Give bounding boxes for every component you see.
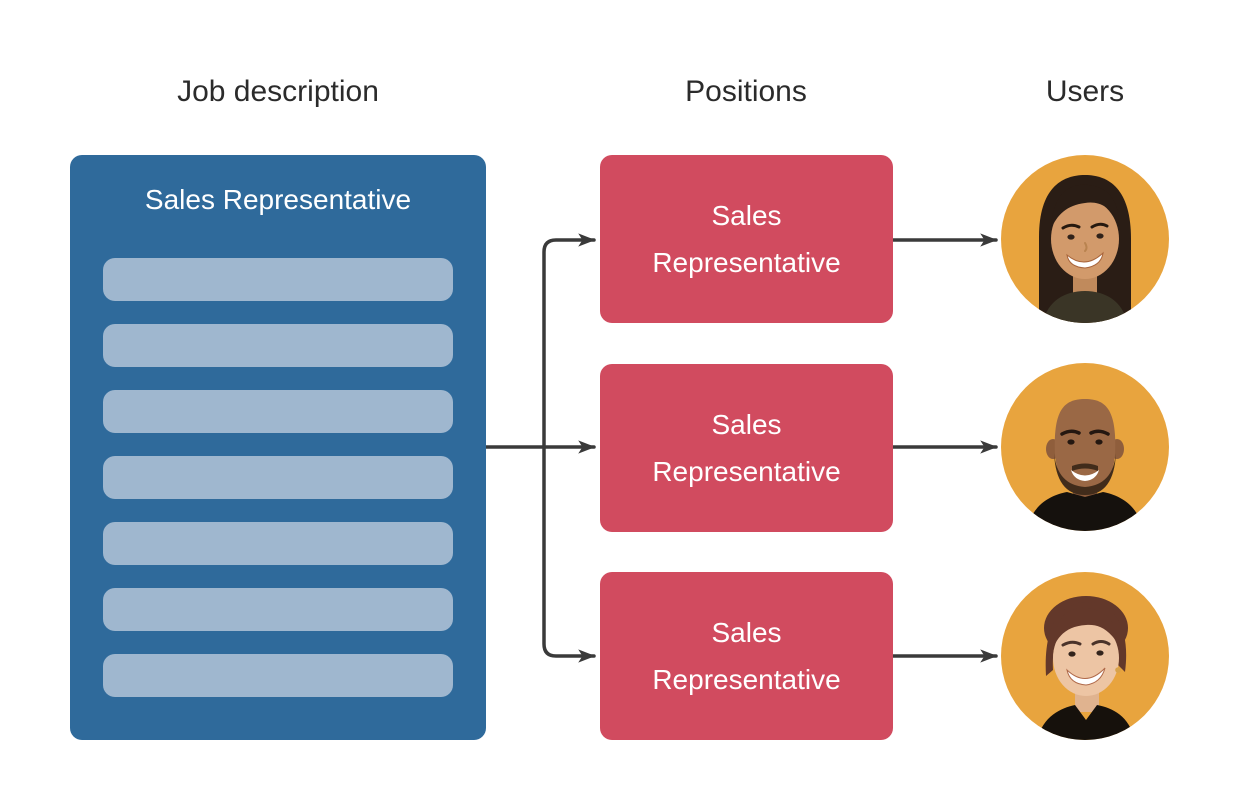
arrow-to-position-1	[542, 233, 596, 449]
placeholder-line	[103, 258, 453, 301]
position-card-label: Sales Representative	[652, 409, 841, 487]
users-heading: Users	[1045, 75, 1125, 108]
user-avatar	[1001, 155, 1169, 323]
placeholder-line	[103, 588, 453, 631]
placeholder-line	[103, 456, 453, 499]
position-card: Sales Representative	[600, 572, 893, 740]
positions-heading: Positions	[685, 75, 807, 108]
job-card-title: Sales Representative	[144, 184, 412, 215]
job-description-card: Sales Representative	[70, 155, 486, 740]
placeholder-line	[103, 324, 453, 367]
woman-short-brown-hair-avatar	[1037, 596, 1135, 740]
job-description-placeholder-lines	[103, 258, 453, 697]
placeholder-line	[103, 654, 453, 697]
arrow-to-position-3	[542, 445, 596, 663]
woman-long-dark-hair-avatar	[1039, 175, 1131, 323]
user-avatar	[1001, 363, 1169, 531]
position-card: Sales Representative	[600, 155, 893, 323]
job-description-heading: Job description	[177, 75, 379, 108]
position-card-label: Sales Representative	[652, 617, 841, 695]
user-avatar	[1001, 572, 1169, 740]
placeholder-line	[103, 522, 453, 565]
bald-man-with-beard-avatar	[1027, 399, 1143, 531]
position-card-label: Sales Representative	[652, 200, 841, 278]
position-card: Sales Representative	[600, 364, 893, 532]
placeholder-line	[103, 390, 453, 433]
